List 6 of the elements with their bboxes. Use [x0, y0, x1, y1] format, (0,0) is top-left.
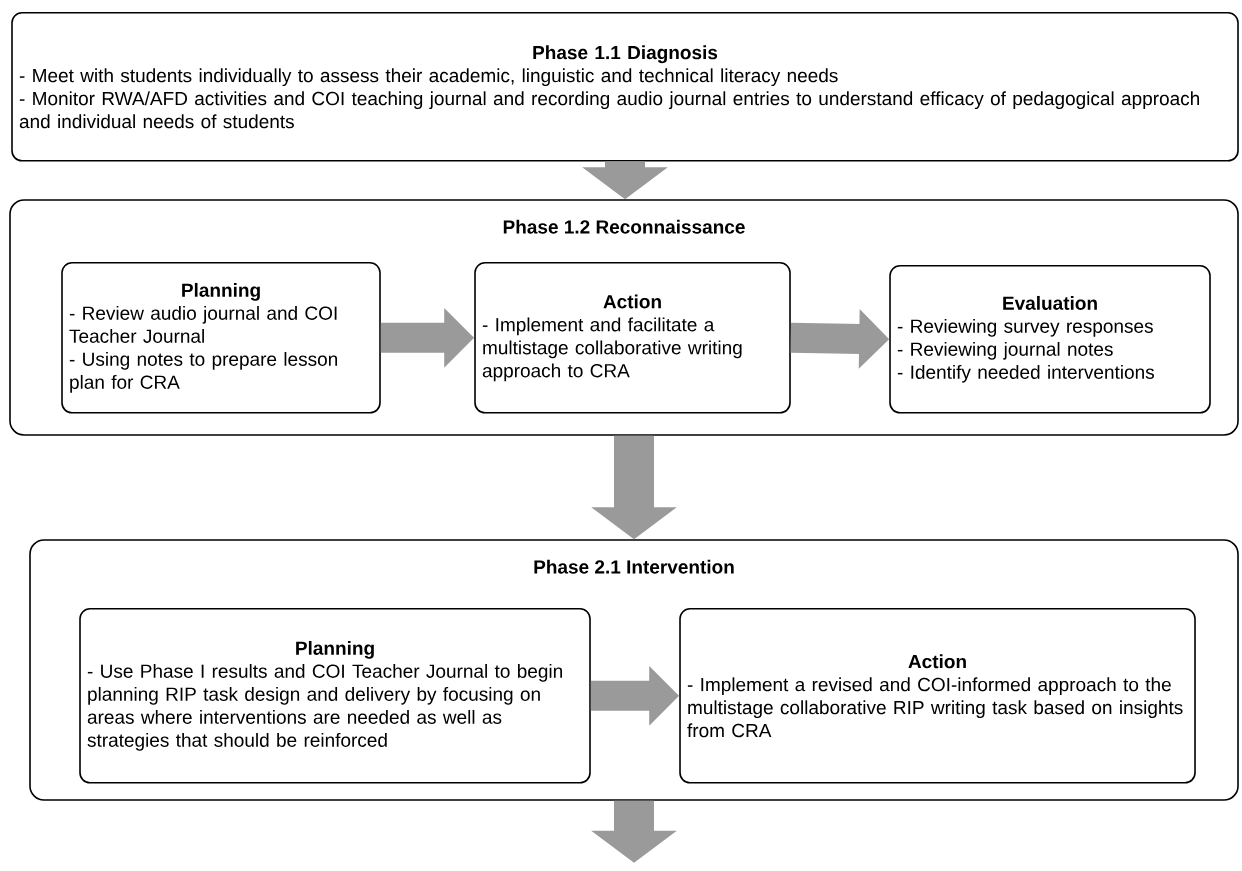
step-box: Action - Implement and facilitate a multistage collaborative writing approach to CRA [474, 262, 791, 414]
step-box: Action - Implement a revised and COI-informed approach to the multistage collaborative RIP writing task based on insights from CRA [679, 608, 1196, 784]
phase-box: Phase 1.1 Diagnosis - Meet with students individually to assess their academic, linguistic and technical literacy needs - Monitor RWA/AFD activities and COI teaching journal and recording audio journal entries to understand efficacy of pedagogical approach and individual needs of students [11, 12, 1239, 162]
step-box: Planning - Use Phase I results and COI Teacher Journal to begin planning RIP task design and delivery by focusing on areas where interventions are needed as well as strategies that should be reinforced [79, 608, 591, 784]
step-box: Evaluation - Reviewing survey responses - Reviewing journal notes - Identify needed interventions [889, 265, 1211, 414]
step-box: Planning - Review audio journal and COI Teacher Journal - Using notes to prepare lesson plan for CRA [61, 262, 381, 414]
